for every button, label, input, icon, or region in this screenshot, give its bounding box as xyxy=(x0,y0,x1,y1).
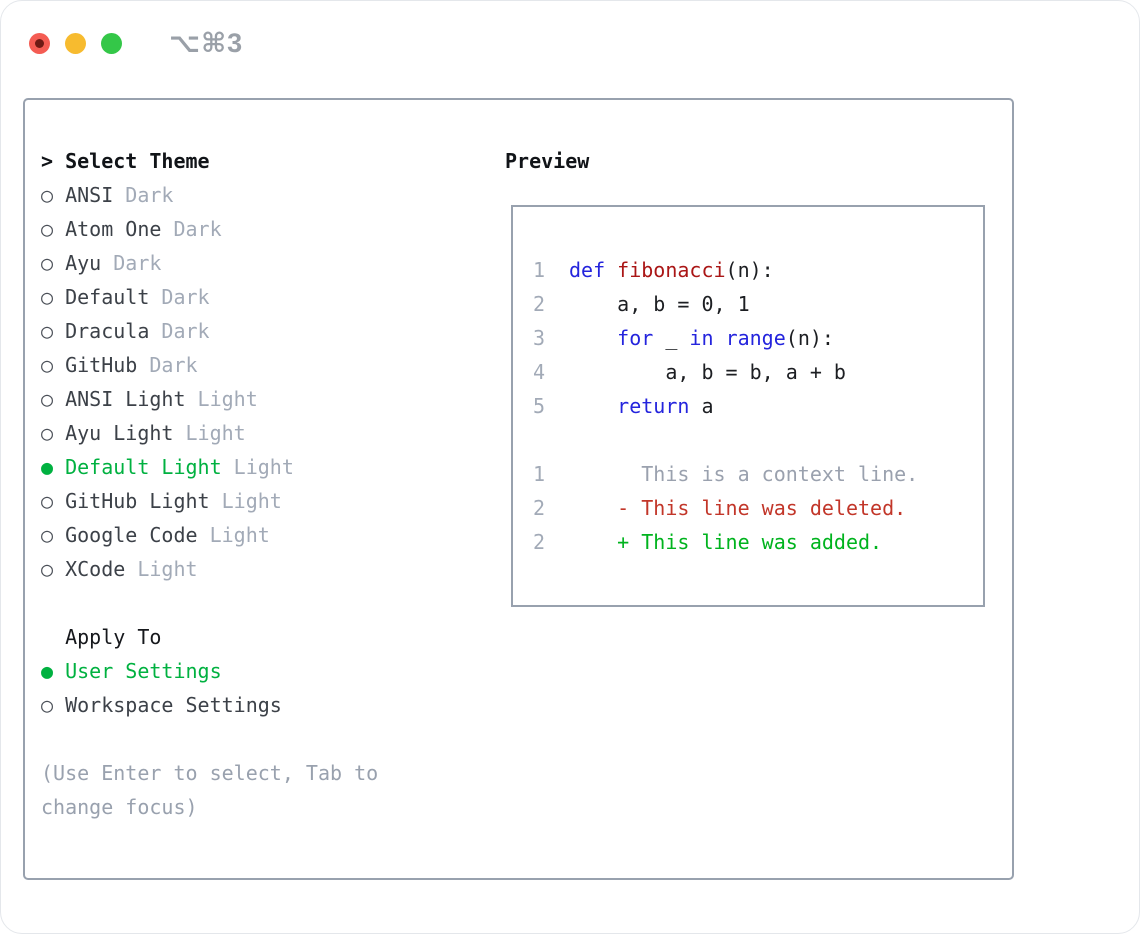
spacer xyxy=(41,586,378,620)
theme-list: > Select Theme ○ ANSI Dark ○ Atom One Da… xyxy=(41,144,378,824)
minimize-button-icon[interactable] xyxy=(65,33,86,54)
line-number: 2 xyxy=(533,530,546,554)
cursor-prefix: > xyxy=(41,149,66,173)
theme-option-ansi-light[interactable]: ○ ANSI Light Light xyxy=(41,387,258,411)
radio-icon: ○ xyxy=(41,319,66,343)
spacer xyxy=(533,423,983,457)
keyboard-hint-line2: change focus) xyxy=(41,795,198,819)
line-number: 3 xyxy=(533,326,546,350)
line-number: 4 xyxy=(533,360,546,384)
radio-icon: ○ xyxy=(41,183,66,207)
radio-icon: ○ xyxy=(41,421,66,445)
radio-icon: ○ xyxy=(41,557,66,581)
radio-icon: ○ xyxy=(41,489,66,513)
theme-option-dracula-dark[interactable]: ○ Dracula Dark xyxy=(41,319,210,343)
radio-icon: ○ xyxy=(41,353,66,377)
theme-option-atom-one-dark[interactable]: ○ Atom One Dark xyxy=(41,217,222,241)
code-line: 4 a, b = b, a + b xyxy=(533,355,983,389)
radio-selected-icon: ● xyxy=(41,659,66,683)
theme-option-github-dark[interactable]: ○ GitHub Dark xyxy=(41,353,198,377)
close-button-icon[interactable] xyxy=(29,33,50,54)
theme-option-default-dark[interactable]: ○ Default Dark xyxy=(41,285,210,309)
theme-option-github-light[interactable]: ○ GitHub Light Light xyxy=(41,489,282,513)
theme-option-default-light[interactable]: ● Default Light Light xyxy=(41,455,294,479)
theme-option-xcode-light[interactable]: ○ XCode Light xyxy=(41,557,198,581)
code-line: 2 a, b = 0, 1 xyxy=(533,287,983,321)
code-line: 5 return a xyxy=(533,389,983,423)
line-number: 1 xyxy=(533,462,546,486)
theme-picker-panel: > Select Theme ○ ANSI Dark ○ Atom One Da… xyxy=(23,98,1014,880)
keyboard-hint-line1: (Use Enter to select, Tab to xyxy=(41,761,379,785)
window-title: ⌥⌘3 xyxy=(169,28,244,58)
diff-added-line: 2 + This line was added. xyxy=(533,525,983,559)
radio-icon: ○ xyxy=(41,251,66,275)
apply-option-workspace-settings[interactable]: ○ Workspace Settings xyxy=(41,693,282,717)
theme-option-ansi-dark[interactable]: ○ ANSI Dark xyxy=(41,183,174,207)
theme-option-google-code-light[interactable]: ○ Google Code Light xyxy=(41,523,270,547)
diff-deleted-line: 2 - This line was deleted. xyxy=(533,491,983,525)
spacer xyxy=(41,722,378,756)
apply-option-user-settings[interactable]: ● User Settings xyxy=(41,659,222,683)
preview-header: Preview xyxy=(505,149,590,173)
theme-option-ayu-dark[interactable]: ○ Ayu Dark xyxy=(41,251,162,275)
diff-context-line: 1 This is a context line. xyxy=(533,457,983,491)
titlebar: ⌥⌘3 xyxy=(29,28,243,59)
radio-icon: ○ xyxy=(41,217,66,241)
theme-option-ayu-light[interactable]: ○ Ayu Light Light xyxy=(41,421,246,445)
radio-icon: ○ xyxy=(41,693,66,717)
zoom-button-icon[interactable] xyxy=(101,33,122,54)
line-number: 1 xyxy=(533,258,546,282)
radio-icon: ○ xyxy=(41,285,66,309)
line-number: 2 xyxy=(533,292,546,316)
preview-section: Preview xyxy=(505,144,589,178)
line-number: 2 xyxy=(533,496,546,520)
apply-to-header: Apply To xyxy=(41,625,162,649)
radio-selected-icon: ● xyxy=(41,455,66,479)
select-theme-header: > Select Theme xyxy=(41,149,210,173)
radio-icon: ○ xyxy=(41,523,66,547)
code-line: 3 for _ in range(n): xyxy=(533,321,983,355)
line-number: 5 xyxy=(533,394,546,418)
radio-icon: ○ xyxy=(41,387,66,411)
